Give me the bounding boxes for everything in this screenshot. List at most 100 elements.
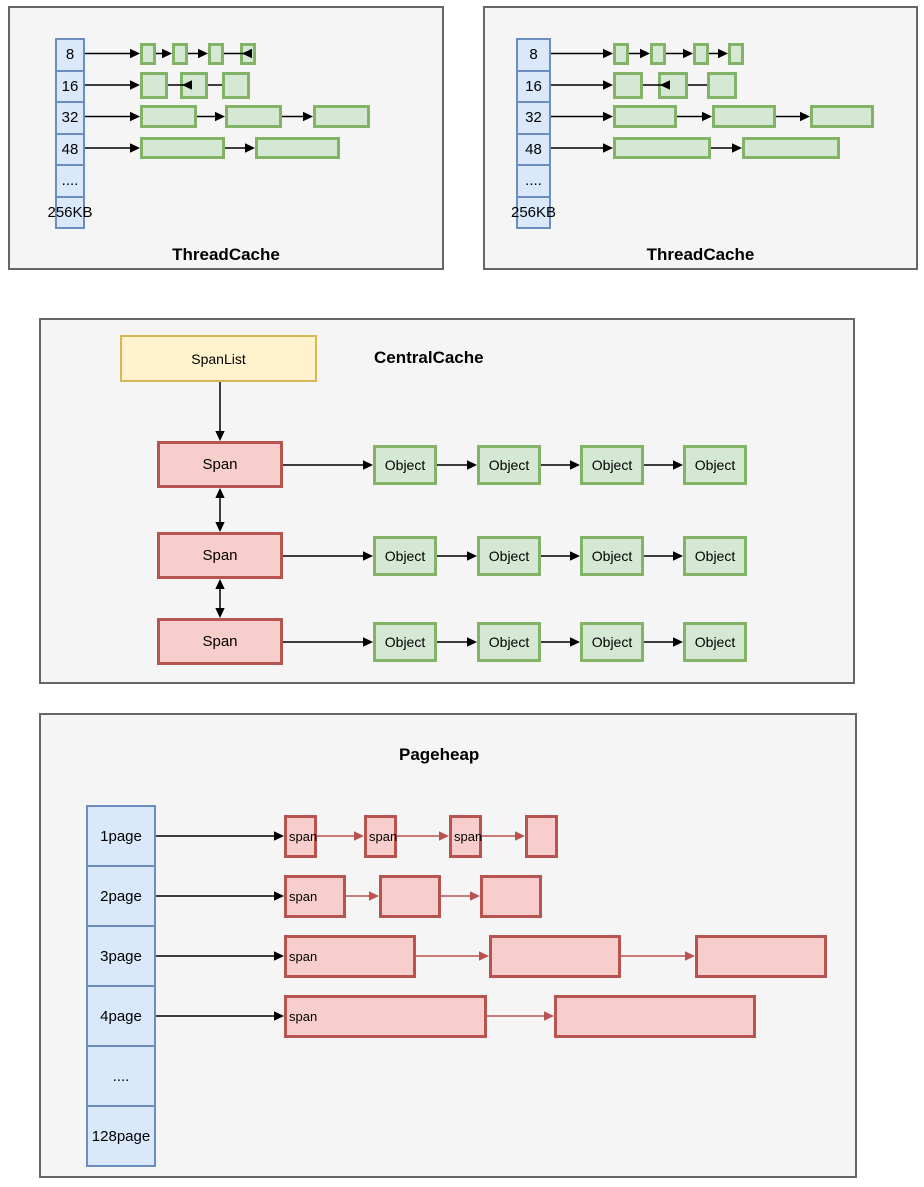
arrowhead: [215, 522, 225, 532]
size-class-list: 8 16 32 48 .... 256KB: [47, 38, 93, 229]
thread-cache-panel-right: 8 16 32 48 .... 256KB ThreadCache: [483, 6, 918, 270]
arrowhead: [274, 1011, 284, 1021]
free-object-block: [180, 71, 208, 99]
size-class-cell: 8: [516, 38, 551, 72]
arrowhead: [467, 460, 477, 470]
size-class-cell: 32: [516, 101, 551, 135]
arrowhead: [570, 460, 580, 470]
free-object-block: [240, 42, 256, 65]
arrowhead: [673, 637, 683, 647]
free-object-block: [255, 137, 340, 159]
arrowhead: [369, 891, 379, 901]
arrowhead: [515, 831, 525, 841]
arrowhead: [603, 143, 613, 153]
central-cache-panel: SpanList CentralCache Span Span Span Obj…: [39, 318, 855, 684]
size-class-cell: 256KB: [47, 195, 93, 229]
free-object-block: [728, 42, 744, 65]
size-class-cell: ....: [55, 164, 85, 198]
arrowhead: [544, 1011, 554, 1021]
arrowhead: [640, 48, 650, 59]
free-object-block: [613, 105, 677, 128]
panel-title: Pageheap: [399, 745, 480, 764]
arrowhead: [673, 460, 683, 470]
free-object-block: [140, 71, 168, 99]
arrowhead: [130, 80, 140, 90]
page-class-cell: 128page: [86, 1105, 156, 1167]
arrowhead: [570, 637, 580, 647]
object-box: Object: [580, 536, 644, 576]
free-object-block: [140, 105, 197, 128]
size-class-cell: 16: [516, 69, 551, 103]
size-class-cell: 32: [55, 101, 85, 135]
arrowhead: [718, 48, 728, 59]
arrowhead: [603, 111, 613, 122]
size-class-cell: 48: [516, 132, 551, 166]
span-block: [695, 935, 827, 978]
arrowhead: [274, 951, 284, 961]
page-class-cell: 3page: [86, 925, 156, 987]
panel-title: ThreadCache: [172, 245, 280, 264]
arrowhead: [354, 831, 364, 841]
arrowhead: [130, 111, 140, 122]
size-class-cell: 16: [55, 69, 85, 103]
free-object-block: [742, 137, 840, 159]
free-object-block: [613, 137, 711, 159]
span-block-labeled: span: [284, 995, 487, 1038]
span-block: [379, 875, 441, 918]
object-box: Object: [373, 445, 437, 485]
page-class-cell: ....: [86, 1045, 156, 1107]
span-block-labeled: span: [364, 815, 397, 858]
free-object-block: [225, 105, 282, 128]
arrowhead: [467, 637, 477, 647]
arrowhead: [363, 460, 373, 470]
arrowhead: [439, 831, 449, 841]
free-object-block: [707, 71, 737, 99]
object-box: Object: [580, 622, 644, 662]
object-box: Object: [477, 536, 541, 576]
free-object-block: [613, 71, 643, 99]
free-object-block: [658, 71, 688, 99]
arrowhead: [603, 80, 613, 90]
arrowhead: [570, 551, 580, 561]
free-object-block: [140, 137, 225, 159]
arrowhead: [363, 551, 373, 561]
arrowhead: [683, 48, 693, 59]
span-list-box: SpanList: [120, 335, 317, 382]
object-box: Object: [580, 445, 644, 485]
span-block: [554, 995, 756, 1038]
span-block: [489, 935, 621, 978]
arrowhead: [732, 143, 742, 153]
arrowhead: [130, 48, 140, 59]
size-class-cell: ....: [516, 164, 551, 198]
arrowhead: [130, 143, 140, 153]
free-object-block: [810, 105, 874, 128]
free-object-block: [208, 42, 224, 65]
span-block-labeled: span: [284, 935, 416, 978]
size-class-cell: 48: [55, 132, 85, 166]
arrowhead: [198, 48, 208, 59]
span-block: [525, 815, 558, 858]
arrowhead: [215, 579, 225, 589]
free-object-block: [172, 42, 188, 65]
arrowhead: [800, 111, 810, 122]
arrowhead: [363, 637, 373, 647]
span-box: Span: [157, 618, 283, 665]
arrowhead: [603, 48, 613, 59]
span-block-labeled: span: [284, 875, 346, 918]
span-box: Span: [157, 532, 283, 579]
span-box: Span: [157, 441, 283, 488]
span-block-labeled: span: [449, 815, 482, 858]
page-class-cell: 2page: [86, 865, 156, 927]
size-class-cell: 8: [55, 38, 85, 72]
page-class-cell: 4page: [86, 985, 156, 1047]
arrowhead: [162, 48, 172, 59]
thread-cache-panel-left: 8 16 32 48 .... 256KB ThreadCache: [8, 6, 444, 270]
object-box: Object: [477, 445, 541, 485]
arrowhead: [215, 488, 225, 498]
arrowhead: [685, 951, 695, 961]
free-object-block: [222, 71, 250, 99]
size-class-list: 8 16 32 48 .... 256KB: [511, 38, 556, 229]
free-object-block: [140, 42, 156, 65]
free-object-block: [650, 42, 666, 65]
